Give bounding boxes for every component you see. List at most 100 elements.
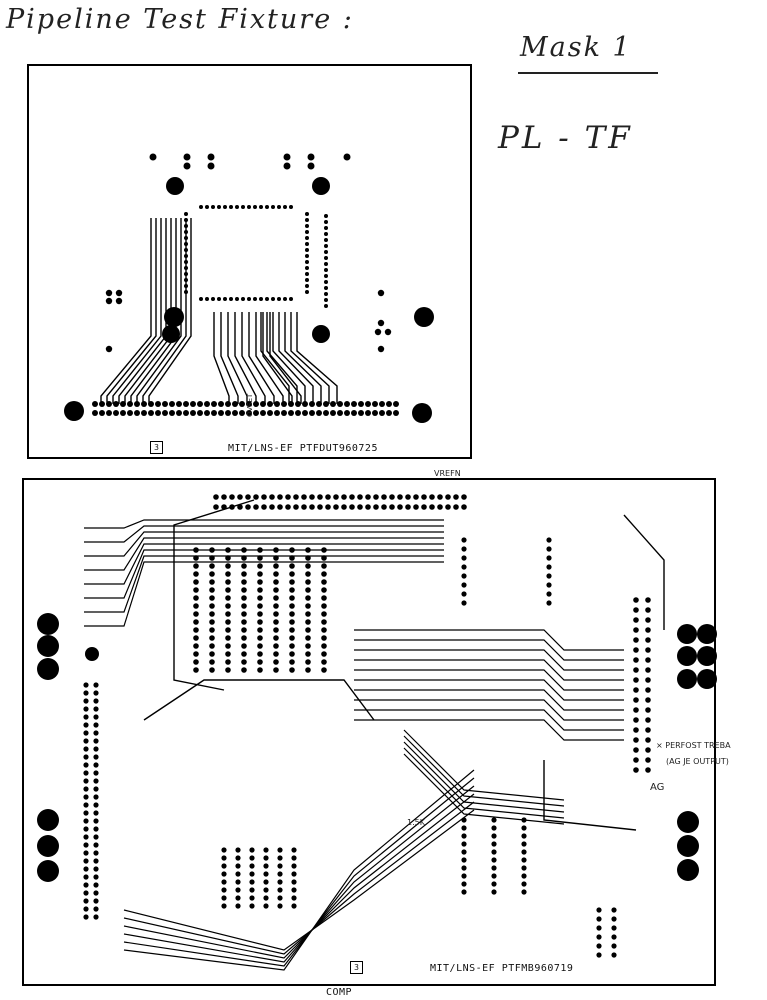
pcb-pad (321, 603, 327, 609)
pcb-pad (377, 319, 385, 327)
pcb-pad (273, 579, 279, 585)
pcb-pad (645, 767, 651, 773)
pcb-pad (305, 248, 309, 252)
mounting-hole (312, 325, 330, 343)
pcb-pad (358, 401, 364, 407)
pcb-pad (263, 895, 269, 901)
pcb-pad (209, 659, 215, 665)
pcb-pad (193, 635, 199, 641)
pcb-pad (307, 153, 315, 161)
pcb-pad (221, 879, 227, 885)
pcb-pad (83, 866, 89, 872)
pcb-pad (379, 401, 385, 407)
pcb-pad (281, 410, 287, 416)
pcb-pad (241, 643, 247, 649)
pcb-pad (83, 882, 89, 888)
pcb-pad (365, 401, 371, 407)
pcb-pad (93, 826, 99, 832)
pcb-pad (229, 205, 233, 209)
pcb-pad (193, 611, 199, 617)
pcb-pad (209, 619, 215, 625)
pcb-pad (633, 767, 639, 773)
pcb-pad (645, 757, 651, 763)
pcb-pad (301, 494, 307, 500)
pcb-pad (93, 682, 99, 688)
pcb-pad (83, 778, 89, 784)
pcb-pad (225, 659, 231, 665)
pcb-pad (341, 494, 347, 500)
pcb-pad (263, 879, 269, 885)
pcb-pad (253, 205, 257, 209)
pcb-trace (123, 809, 475, 951)
pcb-pad (305, 651, 311, 657)
pcb-pad (83, 874, 89, 880)
pcb-pad (93, 842, 99, 848)
pcb-pad (291, 863, 297, 869)
mounting-hole (677, 811, 699, 833)
mounting-hole (37, 613, 59, 635)
pcb-pad (235, 879, 241, 885)
pcb-pad (305, 563, 311, 569)
pcb-pad (204, 410, 210, 416)
pcb-pad (379, 410, 385, 416)
pcb-pad (273, 635, 279, 641)
pcb-pad (183, 401, 189, 407)
pcb-pad (611, 925, 617, 931)
pcb-pad (277, 855, 283, 861)
pcb-pad (184, 212, 188, 216)
pcb-pad (239, 410, 245, 416)
pcb-pad (337, 410, 343, 416)
mounting-hole (677, 859, 699, 881)
bottom-pcb-board (22, 478, 717, 986)
pcb-pad (83, 746, 89, 752)
pcb-pad (305, 278, 309, 282)
pcb-pad (453, 494, 459, 500)
pcb-pad (83, 698, 89, 704)
pcb-pad (633, 647, 639, 653)
pcb-pad (235, 903, 241, 909)
pcb-pad (645, 597, 651, 603)
pcb-pad (93, 882, 99, 888)
pcb-pad (217, 205, 221, 209)
pcb-pad (645, 677, 651, 683)
pcb-pad (235, 863, 241, 869)
pcb-pad (93, 906, 99, 912)
pcb-pad (333, 504, 339, 510)
pcb-pad (277, 879, 283, 885)
pcb-pad (365, 504, 371, 510)
pcb-pad (373, 494, 379, 500)
pcb-pad (277, 895, 283, 901)
pcb-pad (491, 889, 497, 895)
pcb-pad (321, 579, 327, 585)
pcb-pad (83, 714, 89, 720)
pcb-pad (305, 284, 309, 288)
pcb-trace (269, 312, 302, 404)
pcb-pad (291, 895, 297, 901)
pcb-pad (596, 916, 602, 922)
pcb-pad (257, 595, 263, 601)
pcb-pad (546, 600, 552, 606)
pcb-pad (461, 591, 467, 597)
pcb-pad (249, 879, 255, 885)
pcb-pad (241, 659, 247, 665)
pcb-pad (235, 205, 239, 209)
pcb-pad (305, 218, 309, 222)
pcb-pad (83, 802, 89, 808)
pcb-pad (209, 563, 215, 569)
vrefn-note: VREFN (434, 469, 461, 478)
pcb-pad (305, 635, 311, 641)
pcb-pad (461, 582, 467, 588)
pcb-pad (199, 205, 203, 209)
pcb-pad (453, 504, 459, 510)
pcb-pad (83, 890, 89, 896)
pcb-pad (645, 627, 651, 633)
pcb-pad (546, 546, 552, 552)
pcb-pad (324, 232, 328, 236)
pcb-pad (263, 847, 269, 853)
pcb-pad (521, 873, 527, 879)
pcb-pad (249, 903, 255, 909)
mounting-hole (164, 307, 184, 327)
pcb-pad (305, 272, 309, 276)
pcb-pad (317, 504, 323, 510)
pcb-pad (372, 401, 378, 407)
